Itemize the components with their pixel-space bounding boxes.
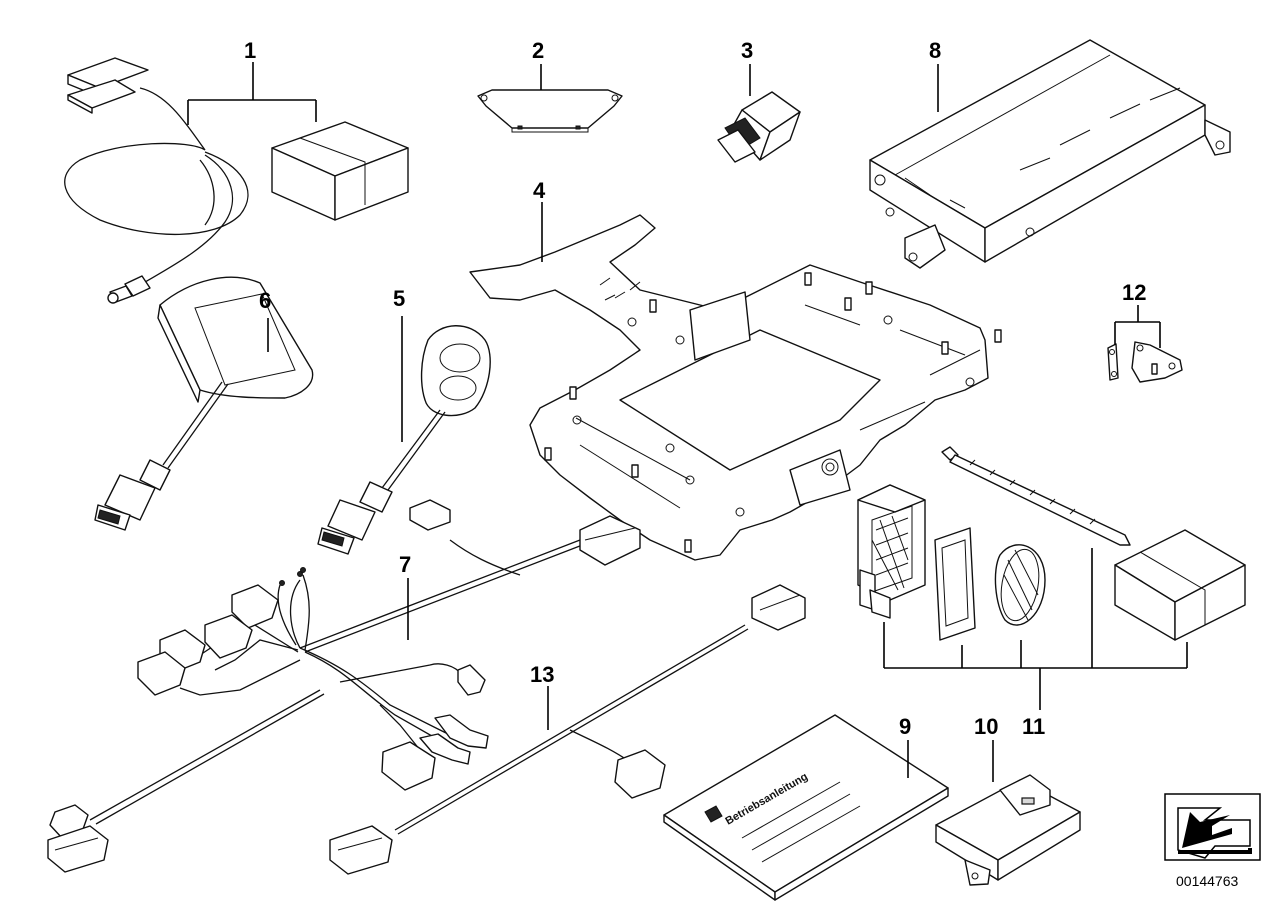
leader-12 <box>1114 305 1161 348</box>
part-11-speaker-set[interactable] <box>857 484 1046 641</box>
label-13: 13 <box>530 662 554 687</box>
diagram-id-badge: 00144763 <box>1164 793 1261 889</box>
part-6-panel[interactable] <box>94 276 314 531</box>
label-6: 6 <box>259 288 271 313</box>
part-9-manual[interactable]: Betriebsanleitung <box>663 714 949 901</box>
label-9: 9 <box>899 714 911 739</box>
diagram-id: 00144763 <box>1176 873 1239 889</box>
label-11: 11 <box>1022 714 1045 739</box>
part-3-connector[interactable] <box>717 91 801 163</box>
part-7-wiring-harness[interactable] <box>47 499 641 873</box>
part-1-package-box[interactable] <box>271 121 409 221</box>
part-1-antenna[interactable] <box>64 57 249 304</box>
label-5: 5 <box>393 286 405 311</box>
label-8: 8 <box>929 38 941 63</box>
label-1: 1 <box>244 38 256 63</box>
part-12-clips[interactable] <box>1107 341 1183 383</box>
label-12: 12 <box>1122 280 1146 305</box>
label-7: 7 <box>399 552 411 577</box>
part-5-microphone[interactable] <box>317 325 491 555</box>
label-3: 3 <box>741 38 753 63</box>
leader-1 <box>187 62 317 125</box>
part-10-module[interactable] <box>935 774 1081 886</box>
part-13-cable[interactable] <box>329 584 806 875</box>
part-8-control-module[interactable] <box>869 39 1231 269</box>
label-4: 4 <box>533 178 546 203</box>
part-11-cable-tie[interactable] <box>941 446 1131 546</box>
part-2-bracket[interactable] <box>477 89 623 133</box>
leader-11 <box>883 548 1188 710</box>
label-10: 10 <box>974 714 998 739</box>
part-4-mounting-tray[interactable] <box>469 214 1002 561</box>
part-11-package-box[interactable] <box>1114 529 1246 641</box>
label-2: 2 <box>532 38 544 63</box>
